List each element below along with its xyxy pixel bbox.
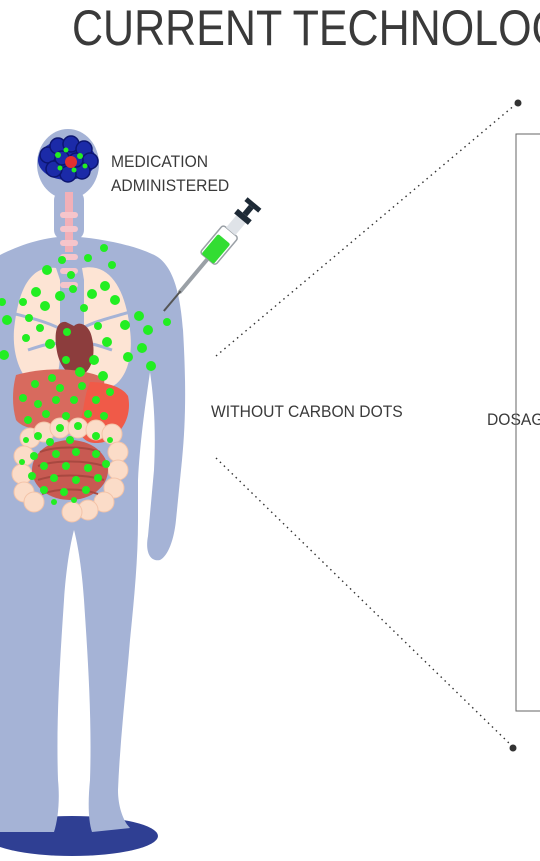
- syringe-icon: [163, 197, 262, 312]
- medication-label-line1: MEDICATION: [111, 152, 209, 171]
- medication-label-line2: ADMINISTERED: [111, 176, 230, 195]
- medication-dots: [0, 244, 171, 505]
- dosage-label: DOSAG: [487, 410, 540, 429]
- zoom-endpoint-top: [514, 99, 522, 107]
- trachea: [60, 192, 78, 288]
- dosage-bracket: [515, 133, 540, 712]
- zoom-lines: [215, 103, 517, 747]
- small-intestine: [32, 440, 108, 500]
- brain-icon: [38, 135, 99, 183]
- page-title: CURRENT TECHNOLOG: [72, 0, 540, 56]
- zoom-endpoint-bottom: [509, 744, 517, 752]
- without-carbon-dots-label: WITHOUT CARBON DOTS: [211, 402, 403, 421]
